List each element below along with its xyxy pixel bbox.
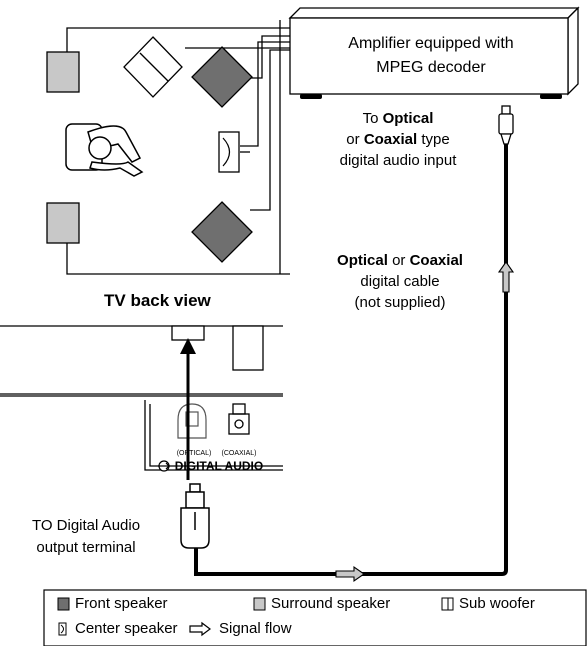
amplifier-unit — [288, 6, 580, 99]
legend-center-swatch — [58, 622, 67, 636]
surround-speaker-top — [46, 51, 80, 93]
coaxial-socket — [228, 403, 250, 435]
to-input-type: type — [417, 131, 450, 148]
to-input-prefix: To — [362, 110, 383, 127]
sub-woofer — [123, 36, 183, 98]
legend-signal-label: Signal flow — [219, 620, 292, 637]
amplifier-label-line1: Amplifier equipped with — [348, 35, 513, 52]
optical-socket — [177, 403, 207, 439]
legend-front-swatch — [57, 597, 70, 611]
to-input-optical: Optical — [382, 110, 434, 127]
legend-box — [43, 589, 587, 646]
to-input-line3: digital audio input — [339, 152, 457, 169]
cable-optical: Optical — [337, 252, 388, 269]
center-speaker — [218, 131, 240, 173]
optical-cable — [194, 105, 514, 576]
surround-speaker-bottom — [46, 202, 80, 244]
signal-line-to-tv — [180, 338, 196, 480]
to-input-label: To Optical or Coaxial type digital audio… — [330, 108, 466, 171]
cable-label: Optical or Coaxial digital cable (not su… — [312, 250, 488, 313]
signal-arrow-up — [497, 261, 515, 293]
cable-line2: digital cable — [360, 273, 440, 290]
optical-port-label: (OPTICAL) — [177, 450, 212, 457]
to-input-coaxial: Coaxial — [363, 131, 418, 148]
to-input-or: or — [346, 131, 364, 148]
to-output-line1: TO Digital Audio — [31, 517, 141, 534]
legend-front-label: Front speaker — [75, 595, 168, 612]
legend-subwoofer-swatch — [441, 597, 454, 611]
front-speaker-top — [191, 46, 253, 108]
tv-output-plug — [180, 483, 210, 549]
listener-icon — [65, 123, 144, 177]
front-speaker-bottom — [191, 201, 253, 263]
legend-signal-arrow-icon — [189, 621, 211, 637]
amp-input-plug — [498, 105, 514, 145]
cable-coaxial: Coaxial — [409, 252, 463, 269]
legend-center-label: Center speaker — [75, 620, 178, 637]
tv-back-panel — [0, 325, 283, 471]
digital-audio-label: DIGITAL AUDIO — [175, 459, 263, 473]
legend-surround-swatch — [253, 597, 266, 611]
to-output-line2: output terminal — [36, 539, 136, 556]
legend-surround-label: Surround speaker — [271, 595, 391, 612]
legend-subwoofer-label: Sub woofer — [459, 595, 535, 612]
cable-or: or — [387, 252, 410, 269]
signal-arrow-right — [335, 565, 365, 583]
amplifier-label-line2: MPEG decoder — [376, 59, 486, 76]
coaxial-port-label: (COAXIAL) — [221, 450, 256, 457]
digital-audio-icon — [158, 460, 170, 472]
tv-back-view-title: TV back view — [104, 291, 211, 310]
to-output-label: TO Digital Audio output terminal — [0, 515, 172, 559]
cable-line3: (not supplied) — [354, 294, 446, 311]
